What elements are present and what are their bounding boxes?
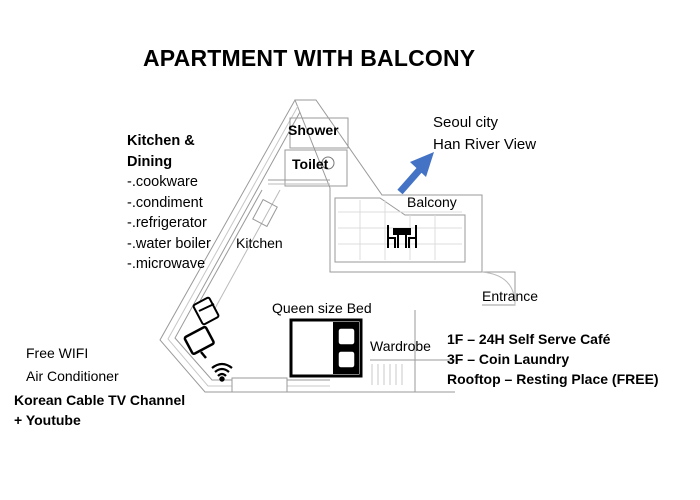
fridge-icon [192, 296, 220, 326]
window [231, 377, 288, 393]
kitchen-counter [194, 189, 263, 311]
kitchen-dining-heading-1: Kitchen & [127, 133, 195, 149]
room-label-wardrobe: Wardrobe [370, 338, 431, 354]
tv-icon [183, 325, 215, 359]
room-label-toilet: Toilet [292, 156, 329, 172]
room-label-kitchen: Kitchen [236, 235, 283, 251]
entrance-door [482, 271, 516, 306]
arrow-icon [397, 152, 434, 195]
room-label-bed: Queen size Bed [272, 300, 372, 316]
kitchen-dining-list: Kitchen & Dining -.cookware -.condiment … [127, 131, 211, 275]
shower-area [289, 117, 349, 149]
list-item: -.cookware [127, 174, 198, 190]
view-line-1: Seoul city [433, 114, 499, 131]
feature-tv-1: Korean Cable TV Channel [14, 392, 186, 408]
feature-tv-2: + Youtube [14, 412, 81, 428]
toilet-area [284, 149, 348, 187]
balcony-area [334, 197, 466, 263]
sink [252, 198, 278, 228]
feature-ac: Air Conditioner [26, 368, 119, 384]
amenity-item: Rooftop – Resting Place (FREE) [447, 371, 659, 387]
room-label-balcony: Balcony [407, 194, 457, 210]
list-item: -.condiment [127, 194, 203, 211]
outer-wall [294, 99, 483, 273]
page-title: APARTMENT WITH BALCONY [143, 45, 476, 71]
building-amenities: 1F – 24H Self Serve Café 3F – Coin Laund… [447, 329, 659, 389]
list-item: -.microwave [127, 256, 206, 272]
outer-wall-left [159, 99, 455, 393]
room-label-entrance: Entrance [482, 288, 539, 304]
amenity-item: 1F – 24H Self Serve Café [447, 331, 611, 347]
kitchen-dining-heading-2: Dining [127, 153, 173, 170]
room-label-shower: Shower [288, 122, 339, 138]
wifi-icon [211, 362, 233, 382]
toilet-fixture [321, 156, 335, 170]
wardrobe-hangers [371, 364, 403, 385]
amenity-item: 3F – Coin Laundry [447, 351, 570, 367]
feature-wifi: Free WIFI [26, 345, 89, 361]
bed-icon [289, 318, 363, 378]
view-line-2: Han River View [433, 136, 537, 153]
table-chairs-icon [387, 225, 417, 248]
list-item: -.water boiler [127, 235, 211, 252]
list-item: -.refrigerator [127, 215, 207, 231]
wardrobe-area [370, 310, 455, 392]
